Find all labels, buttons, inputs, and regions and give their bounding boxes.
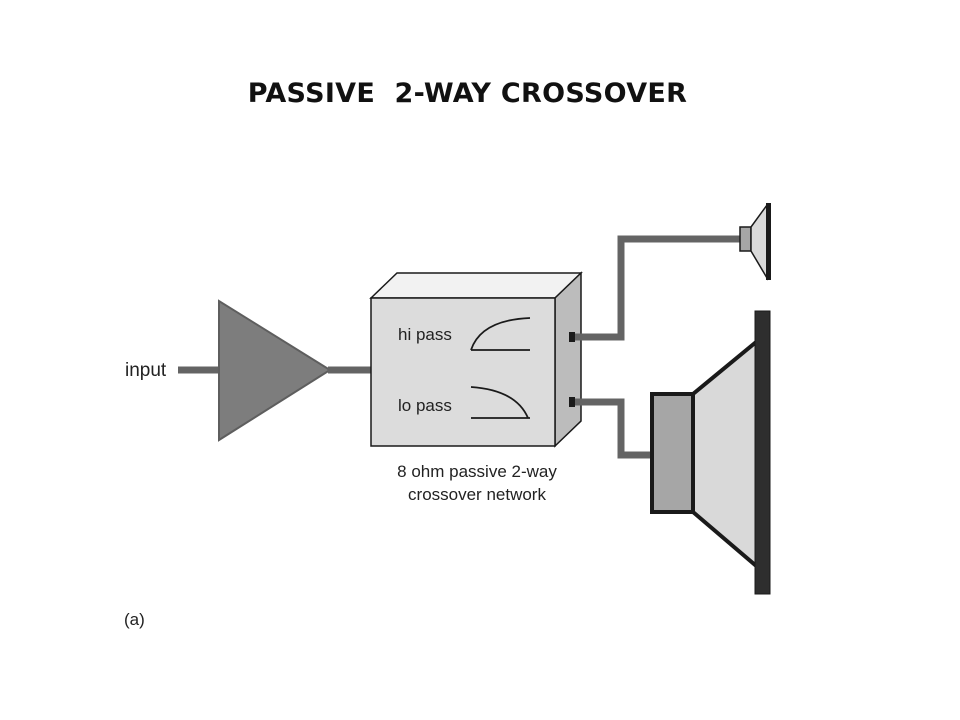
amplifier-symbol bbox=[218, 299, 332, 442]
hi-pass-output-terminal bbox=[569, 332, 575, 342]
crossover-network-box bbox=[369, 271, 583, 448]
tweeter-speaker-icon bbox=[739, 202, 771, 281]
crossover-caption-line2: crossover network bbox=[408, 485, 546, 504]
crossover-caption-line1: 8 ohm passive 2-way bbox=[397, 462, 557, 481]
crossover-box-top bbox=[369, 272, 583, 299]
slide-title: PASSIVE 2-WAY CROSSOVER bbox=[247, 78, 688, 109]
lo-pass-curve-icon bbox=[470, 386, 530, 419]
crossover-box-side bbox=[554, 271, 582, 448]
woofer-wire bbox=[575, 398, 654, 459]
hi-pass-curve-icon bbox=[470, 317, 531, 351]
woofer-speaker-icon bbox=[650, 310, 771, 595]
tweeter-wire bbox=[575, 235, 744, 341]
lo-pass-label: lo pass bbox=[398, 396, 452, 415]
hi-pass-label: hi pass bbox=[398, 325, 452, 344]
input-label: input bbox=[125, 360, 167, 381]
lo-pass-output-terminal bbox=[569, 397, 575, 407]
crossover-box-front bbox=[370, 297, 556, 447]
figure-label: (a) bbox=[124, 610, 145, 629]
